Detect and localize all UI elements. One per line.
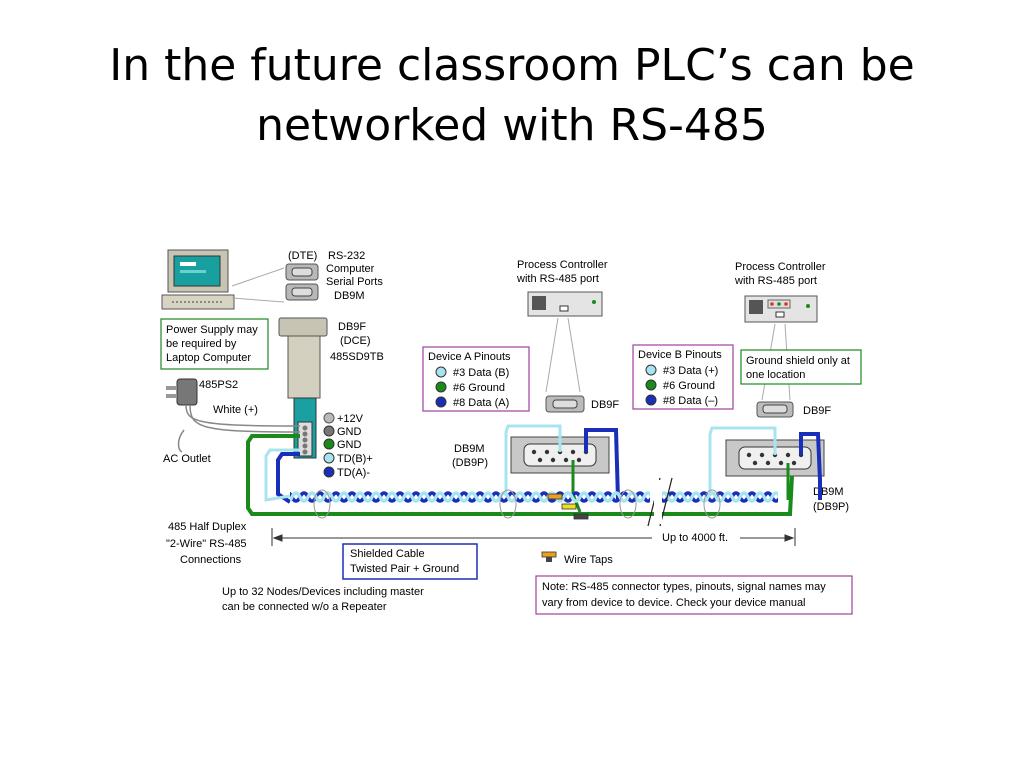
device-a-pin6-marker	[435, 381, 447, 393]
terminal-tda-marker	[323, 466, 335, 478]
shield-note-line-1: Ground shield only at	[746, 355, 850, 367]
half-duplex-line-3: Connections	[180, 554, 242, 566]
device-a-pin8-label: #8 Data (A)	[453, 397, 509, 409]
device-a-pin3-label: #3 Data (B)	[453, 367, 509, 379]
device-a-title: Device A Pinouts	[428, 351, 511, 363]
terminal-tdb-label: TD(B)+	[337, 453, 373, 465]
warning-note-line-2: vary from device to device. Check your d…	[542, 597, 806, 609]
db9m-2-line-2: (DB9P)	[813, 501, 849, 513]
distance-label: Up to 4000 ft.	[662, 532, 728, 544]
converter-dce-label: (DCE)	[340, 335, 371, 347]
power-note-line-1: Power Supply may	[166, 324, 258, 336]
nodes-note-line-1: Up to 32 Nodes/Devices including master	[222, 586, 424, 598]
wire-tap-legend-icon	[541, 551, 557, 562]
ac-outlet-label: AC Outlet	[163, 453, 211, 465]
db9m-computer-label: DB9M	[334, 290, 365, 302]
shielded-cable-box	[342, 543, 478, 580]
terminal-gnd2-label: GND	[337, 439, 362, 451]
db9f-connector-2-icon	[756, 401, 794, 418]
controller-1-line-2: with RS-485 port	[516, 273, 599, 285]
db9m-1-line-2: (DB9P)	[452, 457, 488, 469]
converter-model-label: 485SD9TB	[330, 351, 384, 363]
title-line-1: In the future classroom PLC’s can be	[109, 40, 915, 91]
controller-2-line-1: Process Controller	[735, 261, 826, 273]
terminal-12v-label: +12V	[337, 413, 364, 425]
device-b-pin3-marker	[645, 364, 657, 376]
device-a-pin6-label: #6 Ground	[453, 382, 505, 394]
device-b-pin6-label: #6 Ground	[663, 380, 715, 392]
process-controller-2-icon	[744, 295, 818, 323]
terminal-gnd1-marker	[323, 425, 335, 437]
network-wiring	[246, 424, 822, 516]
distance-dimension	[271, 528, 796, 546]
serial-ports-label: Serial Ports	[326, 276, 383, 288]
cable-break-marks	[647, 477, 673, 527]
db9f-1-label: DB9F	[591, 399, 619, 411]
dte-label: (DTE)	[288, 250, 317, 262]
process-controller-1-icon	[527, 291, 603, 317]
wire-taps-label: Wire Taps	[564, 554, 613, 566]
nodes-note-line-2: can be connected w/o a Repeater	[222, 601, 387, 613]
twisted-pair-cable-left	[290, 490, 650, 504]
half-duplex-line-1: 485 Half Duplex	[168, 521, 247, 533]
rs232-label: RS-232	[328, 250, 365, 262]
laptop-computer-icon	[161, 249, 235, 310]
terminal-gnd1-label: GND	[337, 426, 362, 438]
half-duplex-line-2: "2-Wire" RS-485	[166, 538, 247, 550]
power-wires	[177, 404, 301, 453]
device-manual-note-box	[535, 575, 853, 615]
psu-model-label: 485PS2	[199, 379, 238, 391]
psu-white-label: White (+)	[213, 404, 258, 416]
controller-2-line-2: with RS-485 port	[734, 275, 817, 287]
terminal-gnd2-marker	[323, 438, 335, 450]
terminal-12v-marker	[323, 412, 335, 424]
wire-tap-markers	[547, 493, 589, 520]
cable-line-2: Twisted Pair + Ground	[350, 563, 459, 575]
warning-note-line-1: Note: RS-485 connector types, pinouts, s…	[542, 581, 826, 593]
device-b-title: Device B Pinouts	[638, 349, 722, 361]
serial-ports-icon	[285, 263, 319, 301]
controller-1-callout-left	[545, 317, 559, 393]
controller-1-callout-right	[567, 317, 581, 393]
terminal-tda-label: TD(A)-	[337, 467, 370, 479]
power-note-line-2: be required by	[166, 338, 237, 350]
device-b-pin8-marker	[645, 394, 657, 406]
converter-485sd9tb-icon	[278, 317, 328, 459]
device-a-pin3-marker	[435, 366, 447, 378]
computer-label: Computer	[326, 263, 375, 275]
power-adapter-icon	[166, 378, 198, 406]
db9f-2-label: DB9F	[803, 405, 831, 417]
twisted-pair-cable-right	[662, 490, 778, 504]
device-a-pin8-marker	[435, 396, 447, 408]
power-supply-note-box	[160, 318, 269, 370]
title-line-2: networked with RS-485	[256, 100, 768, 151]
db9f-connector-1-icon	[545, 395, 585, 413]
converter-db9f-label: DB9F	[338, 321, 366, 333]
ground-shield-note-box	[740, 349, 862, 385]
db9m-2-line-1: DB9M	[813, 486, 844, 498]
callout-lines	[231, 267, 285, 303]
cable-shield-rings	[313, 489, 721, 519]
shield-note-line-2: one location	[746, 369, 805, 381]
device-b-pin3-label: #3 Data (+)	[663, 365, 718, 377]
terminal-tdb-marker	[323, 452, 335, 464]
db9m-1-line-1: DB9M	[454, 443, 485, 455]
device-b-pin6-marker	[645, 379, 657, 391]
controller-1-line-1: Process Controller	[517, 259, 608, 271]
device-b-pin8-label: #8 Data (–)	[663, 395, 718, 407]
power-note-line-3: Laptop Computer	[166, 352, 251, 364]
cable-line-1: Shielded Cable	[350, 548, 425, 560]
slide-title: In the future classroom PLC’s can be net…	[40, 36, 984, 156]
